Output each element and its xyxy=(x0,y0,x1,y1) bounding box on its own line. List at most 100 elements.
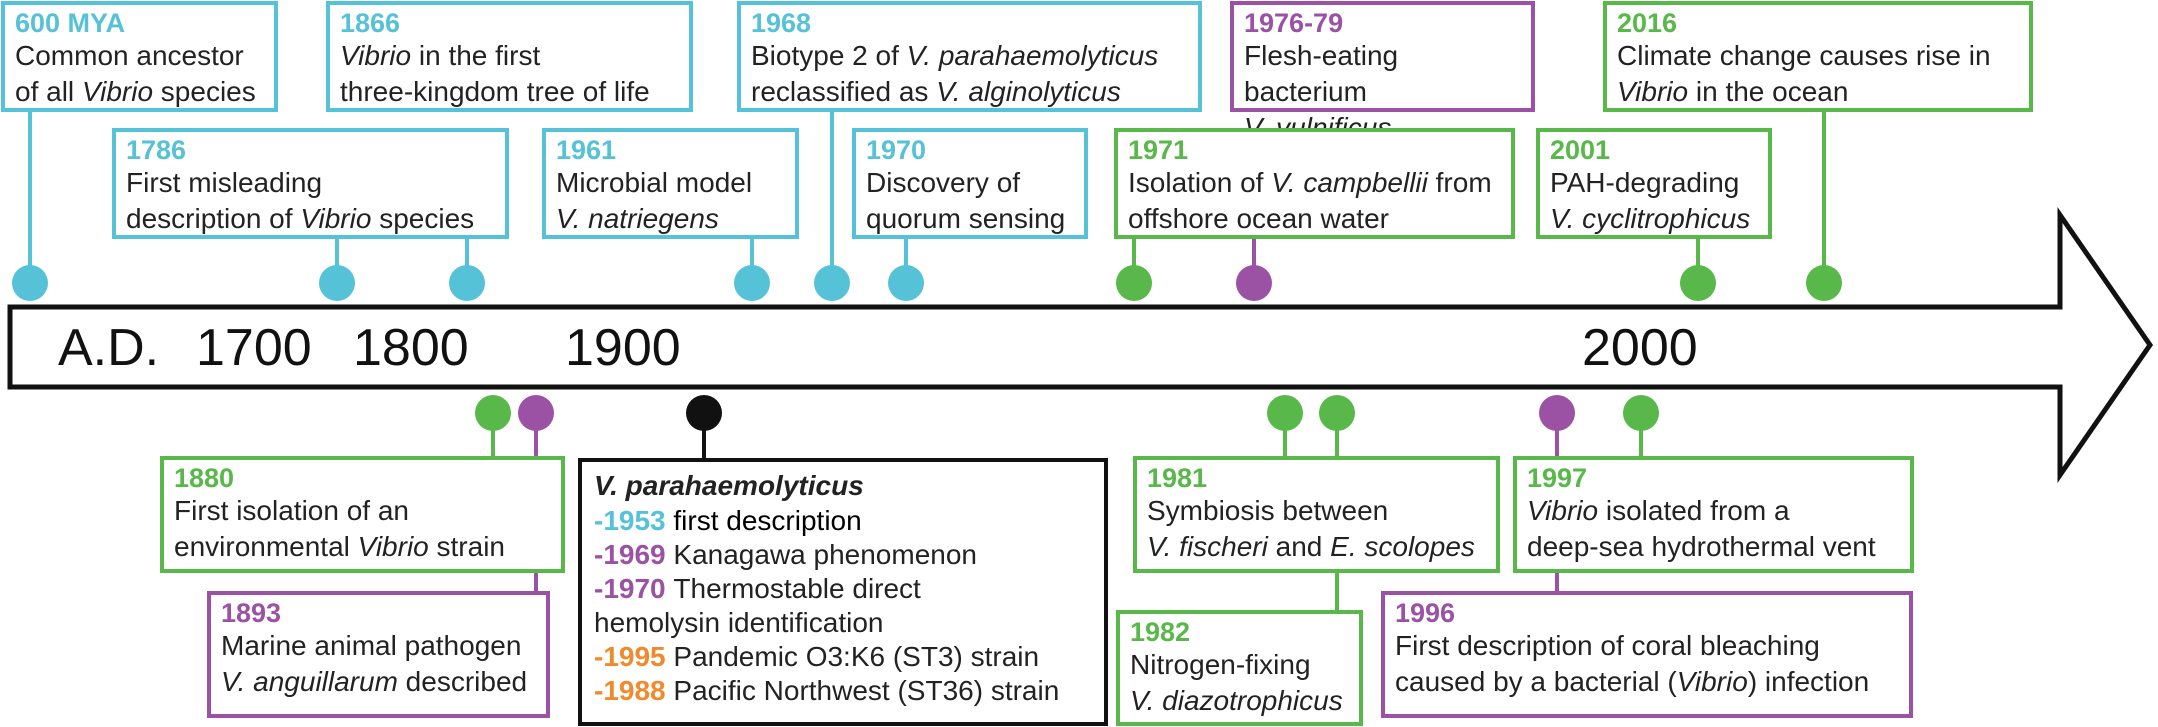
vp-history-row: -1970 Thermostable direct xyxy=(594,572,1092,606)
event-description-line: V. cyclitrophicus xyxy=(1550,203,1751,234)
event-description-line: of all Vibrio species xyxy=(15,76,256,107)
timeline-marker-dot xyxy=(1623,395,1659,431)
event-description-line: quorum sensing xyxy=(866,203,1066,234)
event-description-line: V. diazotrophicus xyxy=(1130,685,1343,716)
timeline-marker-dot xyxy=(1116,265,1152,301)
vp-history-row: -1953 first description xyxy=(594,504,1092,538)
event-description-line: description of Vibrio species xyxy=(126,203,475,234)
event-year: 1968 xyxy=(751,8,812,38)
vp-history-year: -1988 xyxy=(594,675,674,706)
event-year: 1976-79 xyxy=(1244,8,1344,38)
event-description-line: Symbiosis between xyxy=(1147,495,1389,526)
timeline-marker-dot xyxy=(1806,265,1842,301)
timeline-marker-dot xyxy=(1267,395,1303,431)
event-description-line: deep-sea hydrothermal vent xyxy=(1527,531,1876,562)
axis-label-1900: 1900 xyxy=(565,319,681,377)
event-description-line: three-kingdom tree of life xyxy=(340,76,650,107)
axis-label-1800: 1800 xyxy=(353,319,469,377)
event-description-line: Nitrogen-fixing xyxy=(1130,649,1311,680)
timeline-marker-dot xyxy=(1236,265,1272,301)
event-description-line: Flesh-eating bacterium xyxy=(1244,40,1399,107)
vp-history-box: V. parahaemolyticus -1953 first descript… xyxy=(578,458,1108,726)
event-year: 1970 xyxy=(866,135,927,165)
event-description-line: Microbial model xyxy=(556,167,753,198)
vp-history-row: hemolysin identification xyxy=(594,606,1092,640)
vp-history-description: first description xyxy=(673,505,862,536)
event-description-line: environmental Vibrio strain xyxy=(174,531,505,562)
event-description-line: PAH-degrading xyxy=(1550,167,1740,198)
vp-history-year: -1969 xyxy=(594,539,674,570)
timeline-marker-dot xyxy=(518,395,554,431)
timeline-marker-dot xyxy=(1680,265,1716,301)
timeline-marker-dot xyxy=(888,265,924,301)
timeline-marker-dot xyxy=(1319,395,1355,431)
timeline-marker-dot xyxy=(1539,395,1575,431)
event-description-line: First misleading xyxy=(126,167,323,198)
event-description-line: offshore ocean water xyxy=(1128,203,1389,234)
event-description-line: Isolation of V. campbellii from xyxy=(1128,167,1492,198)
event-description-line: Biotype 2 of V. parahaemolyticus xyxy=(751,40,1159,71)
vp-history-row: -1969 Kanagawa phenomenon xyxy=(594,538,1092,572)
event-year: 1982 xyxy=(1130,617,1191,647)
event-description-line: First isolation of an xyxy=(174,495,409,526)
event-description-line: Vibrio in the first xyxy=(340,40,541,71)
event-year: 1880 xyxy=(174,463,235,493)
vp-history-row: -1995 Pandemic O3:K6 (ST3) strain xyxy=(594,640,1092,674)
vp-history-year: -1995 xyxy=(594,641,674,672)
timeline-marker-dot xyxy=(319,265,355,301)
axis-label-ad: A.D. xyxy=(58,319,160,377)
timeline-marker-dot xyxy=(449,265,485,301)
vp-history-description: Pandemic O3:K6 (ST3) strain xyxy=(673,641,1040,672)
event-description-line: Climate change causes rise in xyxy=(1617,40,1991,71)
event-description-line: Discovery of xyxy=(866,167,1021,198)
axis-label-1700: 1700 xyxy=(196,319,312,377)
vp-history-year: -1970 xyxy=(594,573,674,604)
event-description-line: V. fischeri and E. scolopes xyxy=(1147,531,1475,562)
timeline-marker-dot xyxy=(12,265,48,301)
vp-history-year: -1953 xyxy=(594,505,674,536)
event-year: 1786 xyxy=(126,135,187,165)
timeline-arrow xyxy=(7,206,2154,484)
event-description-line: First description of coral bleaching xyxy=(1395,630,1820,661)
timeline-marker-dot xyxy=(734,265,770,301)
vp-box-title: V. parahaemolyticus xyxy=(594,470,864,501)
event-year: 1981 xyxy=(1147,463,1208,493)
event-year: 1996 xyxy=(1395,598,1456,628)
vp-history-row: -1988 Pacific Northwest (ST36) strain xyxy=(594,674,1092,708)
event-year: 2001 xyxy=(1550,135,1611,165)
event-year: 2016 xyxy=(1617,8,1678,38)
event-description-line: Common ancestor xyxy=(15,40,244,71)
vp-history-description: Pacific Northwest (ST36) strain xyxy=(673,675,1060,706)
event-year: 1866 xyxy=(340,8,401,38)
vp-history-description: Kanagawa phenomenon xyxy=(673,539,977,570)
timeline-markers xyxy=(12,265,1842,431)
event-year: 1961 xyxy=(556,135,617,165)
event-year: 1893 xyxy=(221,598,282,628)
event-description-line: caused by a bacterial (Vibrio) infection xyxy=(1395,666,1870,697)
timeline-marker-dot xyxy=(814,265,850,301)
event-description-line: V. natriegens xyxy=(556,203,719,234)
axis-label-2000: 2000 xyxy=(1582,319,1698,377)
event-description-line: reclassified as V. alginolyticus xyxy=(751,76,1121,107)
event-description-line: Vibrio isolated from a xyxy=(1527,495,1790,526)
event-year: 1971 xyxy=(1128,135,1189,165)
vp-history-description: hemolysin identification xyxy=(594,607,884,638)
event-year: 1997 xyxy=(1527,463,1588,493)
event-description-line: V. anguillarum described xyxy=(221,666,528,697)
timeline-marker-dot xyxy=(475,395,511,431)
vp-history-description: Thermostable direct xyxy=(673,573,921,604)
